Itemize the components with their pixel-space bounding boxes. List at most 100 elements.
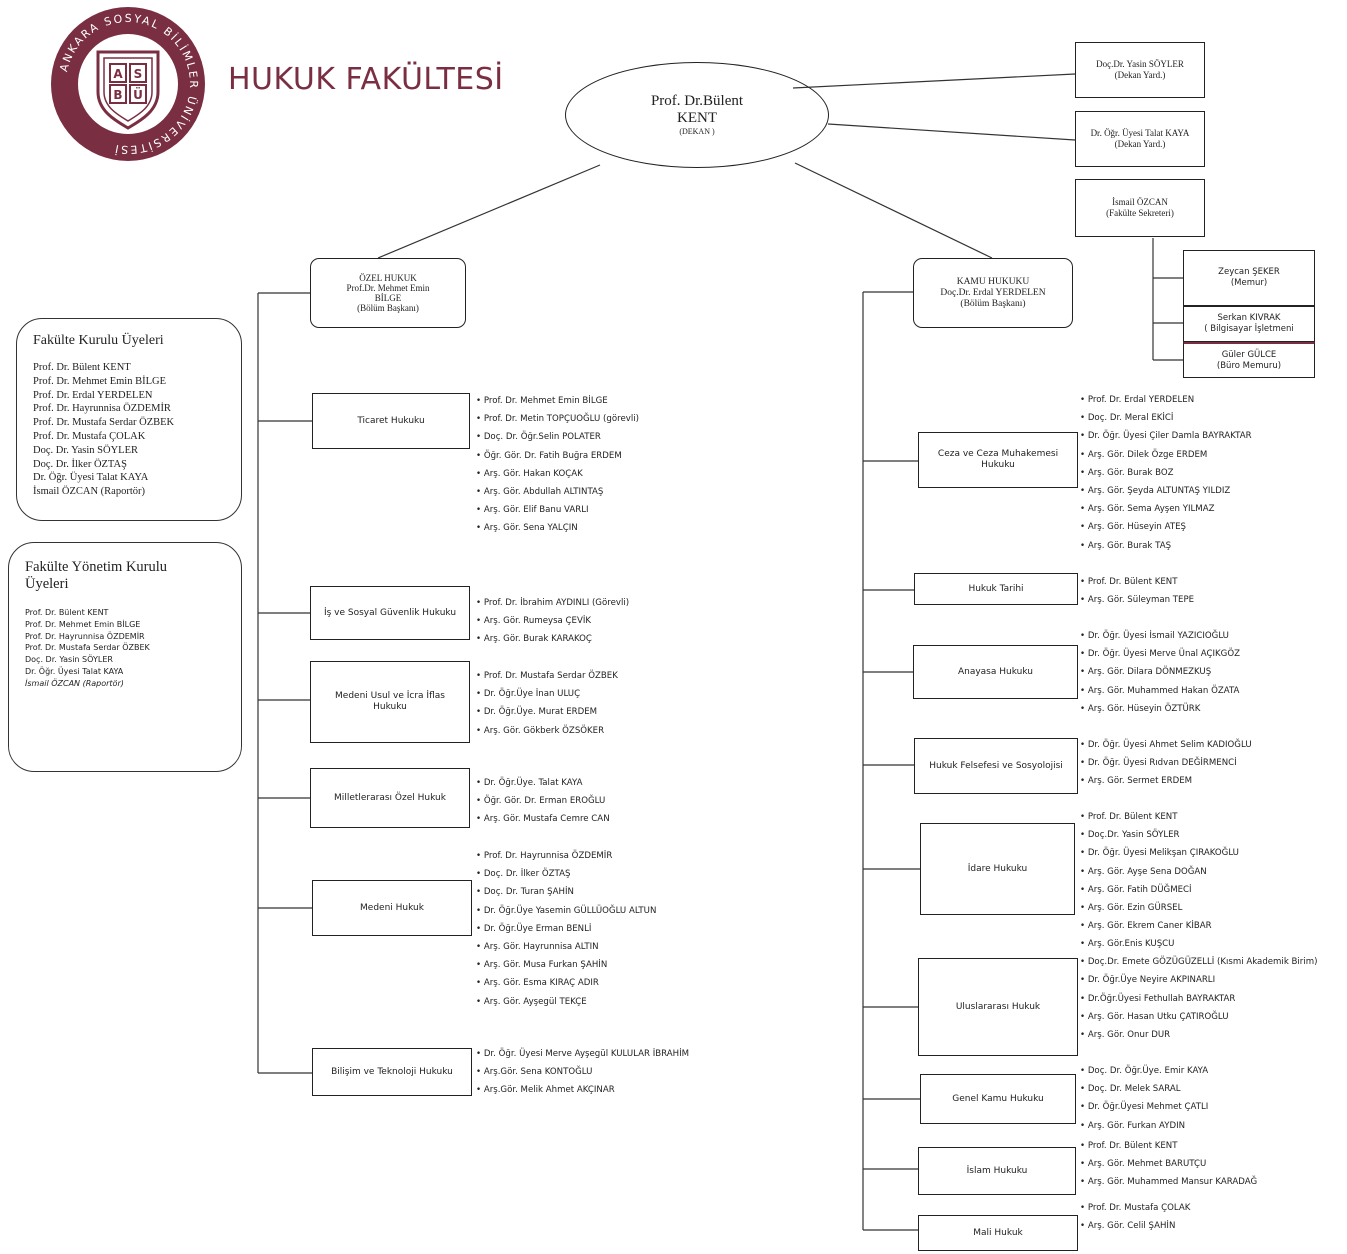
dean-role: (DEKAN ) xyxy=(679,127,715,136)
board-member: Prof. Dr. Mustafa ÇOLAK xyxy=(33,430,146,442)
exec-member: Prof. Dr. Hayrunnisa ÖZDEMİR xyxy=(25,631,145,641)
dept-member: Dr. Öğr.Üye. Murat ERDEM xyxy=(476,703,618,721)
staff-box: Serkan KIVRAK ( Bilgisayar İşletmeni xyxy=(1183,306,1315,342)
dept-members-anayasa: Dr. Öğr. Üyesi İsmail YAZICIOĞLU Dr. Öğr… xyxy=(1080,627,1240,718)
dept-member: Arş.Gör. Melik Ahmet AKÇINAR xyxy=(476,1081,689,1099)
dept-member: Dr. Öğr. Üyesi Ahmet Selim KADIOĞLU xyxy=(1080,736,1252,754)
dept-members-medeni: Prof. Dr. Hayrunnisa ÖZDEMİR Doç. Dr. İl… xyxy=(476,847,657,1011)
dept-member: Arş. Gör. Ayşe Sena DOĞAN xyxy=(1080,863,1239,881)
board-member: Prof. Dr. Mehmet Emin BİLGE xyxy=(33,375,166,387)
staff-role: (Memur) xyxy=(1230,278,1268,288)
dept-members-ceza: Prof. Dr. Erdal YERDELEN Doç. Dr. Meral … xyxy=(1080,391,1252,555)
dept-name-line2: Hukuku xyxy=(373,702,407,712)
dept-name-line2: Hukuku xyxy=(981,460,1015,470)
dept-member: Arş. Gör. Abdullah ALTINTAŞ xyxy=(476,483,639,501)
secretary-role: (Fakülte Sekreteri) xyxy=(1106,208,1174,218)
board-member: Prof. Dr. Bülent KENT xyxy=(33,362,131,373)
dept-member: Arş. Gör. Ayşegül TEKÇE xyxy=(476,993,656,1011)
dept-members-hukuk-tarihi: Prof. Dr. Bülent KENT Arş. Gör. Süleyman… xyxy=(1080,573,1194,609)
dept-member: Doç.Dr. Yasin SÖYLER xyxy=(1080,826,1239,844)
dept-name: Medeni Hukuk xyxy=(360,902,424,913)
dept-member: Arş. Gör. Celil ŞAHİN xyxy=(1080,1217,1190,1235)
dept-member: Arş. Gör. Dilek Özge ERDEM xyxy=(1080,446,1252,464)
staff-box: Zeycan ŞEKER (Memur) xyxy=(1183,250,1315,306)
dept-member: Arş. Gör. Ezin GÜRSEL xyxy=(1080,899,1239,917)
dean-name-line1: Prof. Dr.Bülent xyxy=(650,93,744,109)
staff-role: ( Bilgisayar İşletmeni xyxy=(1204,324,1294,334)
staff-name: Zeycan ŞEKER xyxy=(1218,267,1280,277)
dept-member: Dr. Öğr.Üye Yasemin GÜLLÜOĞLU ALTUN xyxy=(476,902,657,920)
dept-member: Arş. Gör. Muhammed Hakan ÖZATA xyxy=(1080,682,1240,700)
staff-role: (Büro Memuru) xyxy=(1216,360,1282,371)
dept-members-milletlerarasi-ozel: Dr. Öğr.Üye. Talat KAYA Öğr. Gör. Dr. Er… xyxy=(476,774,610,829)
dept-member: Prof. Dr. Erdal YERDELEN xyxy=(1080,391,1252,409)
dept-member: Arş. Gör. Esma KIRAÇ ADIR xyxy=(476,974,656,992)
exec-board-title-line2: Üyeleri xyxy=(25,576,69,592)
dept-member: Arş. Gör. Dilara DÖNMEZKUŞ xyxy=(1080,663,1240,681)
dept-name: İslam Hukuku xyxy=(966,1165,1028,1176)
dept-box-anayasa: Anayasa Hukuku xyxy=(913,645,1078,699)
dept-name: İdare Hukuku xyxy=(967,863,1028,874)
dept-member: Arş. Gör. Sermet ERDEM xyxy=(1080,772,1252,790)
svg-text:A: A xyxy=(113,67,123,81)
dept-box-islam: İslam Hukuku xyxy=(918,1147,1076,1195)
branch-head-surname: BİLGE xyxy=(374,293,402,303)
dept-member: Arş. Gör. Musa Furkan ŞAHİN xyxy=(476,956,656,974)
dept-member: Prof. Dr. Mustafa Serdar ÖZBEK xyxy=(476,667,618,685)
dean-name-line2: KENT xyxy=(677,110,717,126)
dept-member: Doç. Dr. Meral EKİCİ xyxy=(1080,409,1252,427)
dept-box-medeni: Medeni Hukuk xyxy=(312,880,472,936)
dept-name: Bilişim ve Teknoloji Hukuku xyxy=(331,1066,453,1077)
dept-member: Arş. Gör. Hüseyin ÖZTÜRK xyxy=(1080,700,1240,718)
secretary-box: İsmail ÖZCAN (Fakülte Sekreteri) xyxy=(1075,179,1205,237)
dept-member: Prof. Dr. Bülent KENT xyxy=(1080,573,1194,591)
exec-member: Doç. Dr. Yasin SÖYLER xyxy=(25,655,113,665)
kamu-hukuku-branch: KAMU HUKUKU Doç.Dr. Erdal YERDELEN (Bölü… xyxy=(913,258,1073,328)
dept-name-line1: Medeni Usul ve İcra İflas xyxy=(335,691,445,701)
deputy-role: (Dekan Yard.) xyxy=(1114,139,1166,149)
deputy-name: Dr. Öğr. Üyesi Talat KAYA xyxy=(1090,128,1190,138)
dept-members-mali: Prof. Dr. Mustafa ÇOLAK Arş. Gör. Celil … xyxy=(1080,1199,1191,1235)
dept-box-hukuk-felsefesi: Hukuk Felsefesi ve Sosyolojisi xyxy=(914,738,1078,794)
board-member: Prof. Dr. Erdal YERDELEN xyxy=(33,389,153,401)
dept-box-idare: İdare Hukuku xyxy=(920,823,1075,915)
dept-member: Dr. Öğr.Üyesi Mehmet ÇATLI xyxy=(1080,1098,1208,1116)
dept-member: Dr. Öğr.Üye İnan ULUÇ xyxy=(476,685,618,703)
page-title: HUKUK FAKÜLTESİ xyxy=(228,62,504,97)
dept-member: Arş. Gör.Enis KUŞCU xyxy=(1080,935,1317,953)
svg-text:Ü: Ü xyxy=(133,87,143,102)
branch-title: KAMU HUKUKU xyxy=(956,276,1030,287)
dept-box-hukuk-tarihi: Hukuk Tarihi xyxy=(914,573,1078,605)
dept-member: Arş. Gör. Burak BOZ xyxy=(1080,464,1252,482)
exec-board-members: Prof. Dr. Bülent KENT Prof. Dr. Mehmet E… xyxy=(25,607,241,690)
dept-member: Dr. Öğr. Üyesi Merve Ayşegül KULULAR İBR… xyxy=(476,1045,689,1063)
dept-name-line1: Ceza ve Ceza Muhakemesi xyxy=(937,449,1059,459)
deputy-box: Dr. Öğr. Üyesi Talat KAYA (Dekan Yard.) xyxy=(1075,111,1205,167)
dept-box-genel-kamu: Genel Kamu Hukuku xyxy=(920,1074,1076,1124)
dept-member: Arş. Gör. Gökberk ÖZSÖKER xyxy=(476,722,618,740)
svg-text:S: S xyxy=(134,67,143,81)
dept-members-is-sosyal: Prof. Dr. İbrahim AYDINLI (Görevli) Arş.… xyxy=(476,594,629,649)
dept-member: Doç. Dr. Öğr.Selin POLATER xyxy=(476,428,639,446)
dept-box-uluslararasi: Uluslararası Hukuk xyxy=(918,958,1078,1056)
dept-member: Prof. Dr. Metin TOPÇUOĞLU (görevli) xyxy=(476,410,639,428)
dept-box-bilisim: Bilişim ve Teknoloji Hukuku xyxy=(312,1048,472,1096)
dept-member: Dr. Öğr.Üye Erman BENLİ xyxy=(476,920,656,938)
branch-head: Prof.Dr. Mehmet Emin xyxy=(346,283,430,293)
dept-member: Dr. Öğr. Üyesi Merve Ünal AÇIKGÖZ xyxy=(1080,645,1240,663)
dept-member: Doç. Dr. Öğr.Üye. Emir KAYA xyxy=(1080,1062,1208,1080)
staff-name: Serkan KIVRAK xyxy=(1217,313,1281,323)
dept-member: Dr. Öğr. Üyesi İsmail YAZICIOĞLU xyxy=(1080,627,1240,645)
university-logo: ANKARA SOSYAL BİLİMLER ÜNİVERSİTESİ A S … xyxy=(48,4,208,164)
dept-members-medeni-usul: Prof. Dr. Mustafa Serdar ÖZBEK Dr. Öğr.Ü… xyxy=(476,667,618,740)
staff-name: Güler GÜLCE xyxy=(1221,349,1277,360)
dept-member: Dr.Öğr.Üyesi Fethullah BAYRAKTAR xyxy=(1080,990,1317,1008)
dept-name: Mali Hukuk xyxy=(973,1227,1023,1238)
branch-role: (Bölüm Başkanı) xyxy=(357,303,419,313)
dept-box-milletlerarasi-ozel: Milletlerarası Özel Hukuk xyxy=(310,768,470,828)
dept-member: Arş. Gör. Sema Ayşen YILMAZ xyxy=(1080,500,1252,518)
dept-member: Arş. Gör. Rumeysa ÇEVİK xyxy=(476,612,629,630)
board-member: Prof. Dr. Hayrunnisa ÖZDEMİR xyxy=(33,403,171,415)
board-member: Doç. Dr. İlker ÖZTAŞ xyxy=(33,458,127,470)
dept-member: Arş. Gör. Şeyda ALTUNTAŞ YILDIZ xyxy=(1080,482,1252,500)
